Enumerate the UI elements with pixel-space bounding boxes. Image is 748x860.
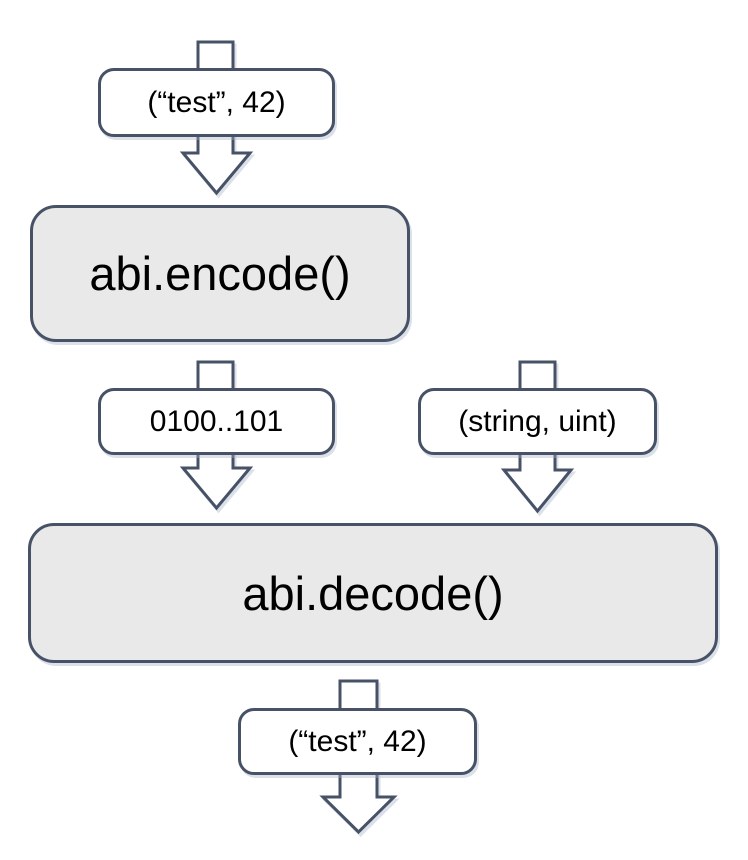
node-abi-encode-label: abi.encode() <box>89 247 351 300</box>
node-abi-decode-label: abi.decode() <box>242 566 504 620</box>
node-encoded-bytes-label: 0100..101 <box>149 404 284 438</box>
node-output-tuple-label: (“test”, 42) <box>288 724 427 758</box>
node-encoded-bytes: 0100..101 <box>98 388 335 455</box>
node-abi-decode: abi.decode() <box>28 523 718 663</box>
node-abi-encode: abi.encode() <box>30 205 410 342</box>
node-output-tuple: (“test”, 42) <box>238 708 477 775</box>
node-types-tuple-label: (string, uint) <box>458 404 617 438</box>
node-input-tuple: (“test”, 42) <box>98 68 335 137</box>
node-input-tuple-label: (“test”, 42) <box>147 85 286 119</box>
node-types-tuple: (string, uint) <box>418 388 657 455</box>
